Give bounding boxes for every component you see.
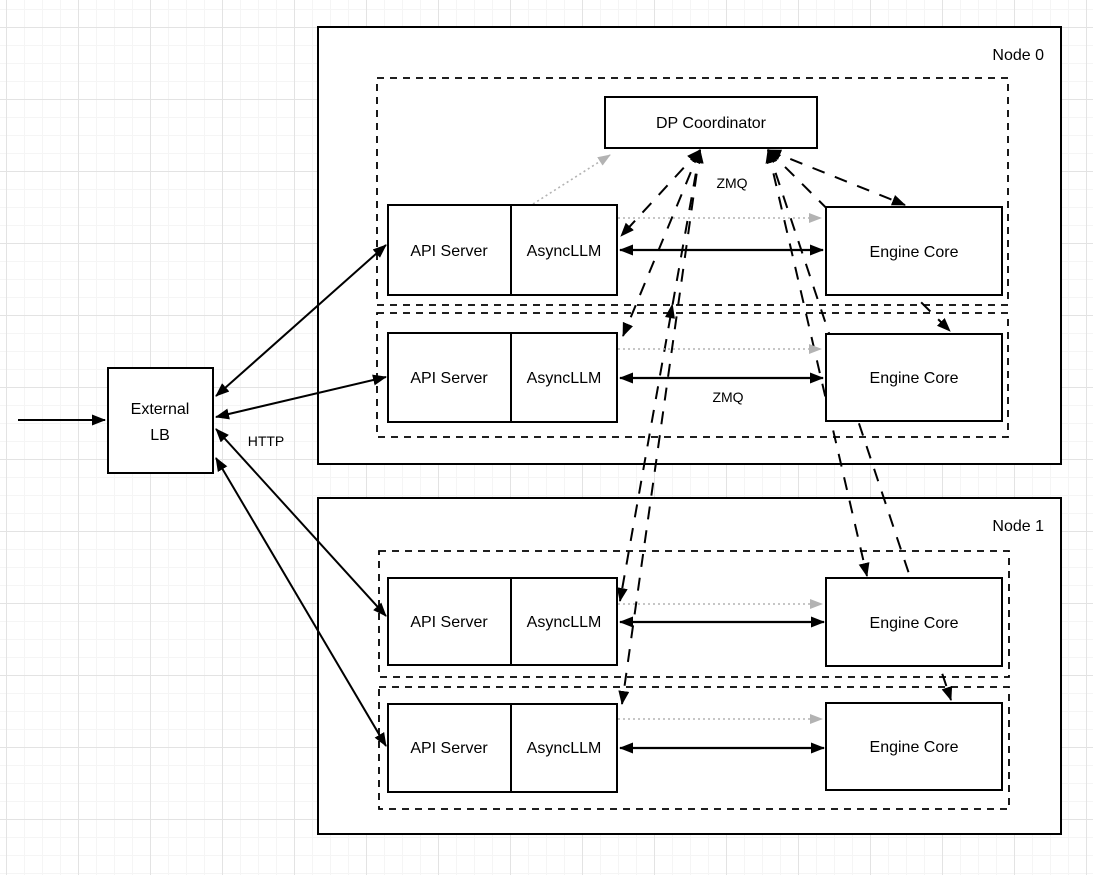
engine-core-label: Engine Core — [870, 370, 959, 387]
engine-core-label: Engine Core — [870, 244, 959, 261]
zmq-label-coordinator: ZMQ — [716, 175, 747, 191]
api-server-label: API Server — [410, 614, 488, 631]
engine-core-label: Engine Core — [870, 739, 959, 756]
api-server-label: API Server — [410, 740, 488, 757]
external-lb-label-line2: LB — [150, 427, 170, 444]
api-asyncllm-box-n1r1: API Server AsyncLLM — [387, 577, 618, 666]
engine-core-box-n0r2: Engine Core — [825, 333, 1003, 422]
dp-coordinator-box: DP Coordinator — [604, 96, 818, 149]
http-lb-api-n0r2 — [215, 374, 387, 420]
external-lb-box: External LB — [107, 367, 214, 474]
api-asyncllm-box-n1r2: API Server AsyncLLM — [387, 703, 618, 793]
api-server-label: API Server — [410, 243, 488, 260]
external-lb-label-line1: External — [131, 401, 190, 418]
dp-coordinator-label: DP Coordinator — [656, 115, 767, 132]
mid-arrowhead — [665, 303, 675, 319]
http-lb-api-n1r2 — [215, 457, 387, 747]
api-asyncllm-box-n0r1: API Server AsyncLLM — [387, 204, 618, 296]
node1-label: Node 1 — [992, 518, 1044, 535]
asyncllm-label: AsyncLLM — [527, 740, 602, 757]
asyncllm-label: AsyncLLM — [527, 370, 602, 387]
engine-core-box-n1r1: Engine Core — [825, 577, 1003, 667]
asyncllm-label: AsyncLLM — [527, 243, 602, 260]
engine-core-box-n1r2: Engine Core — [825, 702, 1003, 791]
api-asyncllm-box-n0r2: API Server AsyncLLM — [387, 332, 618, 423]
engine-core-label: Engine Core — [870, 615, 959, 632]
http-label: HTTP — [248, 433, 285, 449]
dotted-asyncllm-coordinator — [532, 154, 611, 205]
node0-label: Node 0 — [992, 47, 1044, 64]
api-server-label: API Server — [410, 370, 488, 387]
zmq-label-ipc: ZMQ — [712, 389, 743, 405]
http-lb-api-n0r1 — [215, 244, 387, 397]
engine-core-box-n0r1: Engine Core — [825, 206, 1003, 296]
asyncllm-label: AsyncLLM — [527, 614, 602, 631]
link-coordinator-asyncllm-n1r2 — [618, 149, 704, 705]
